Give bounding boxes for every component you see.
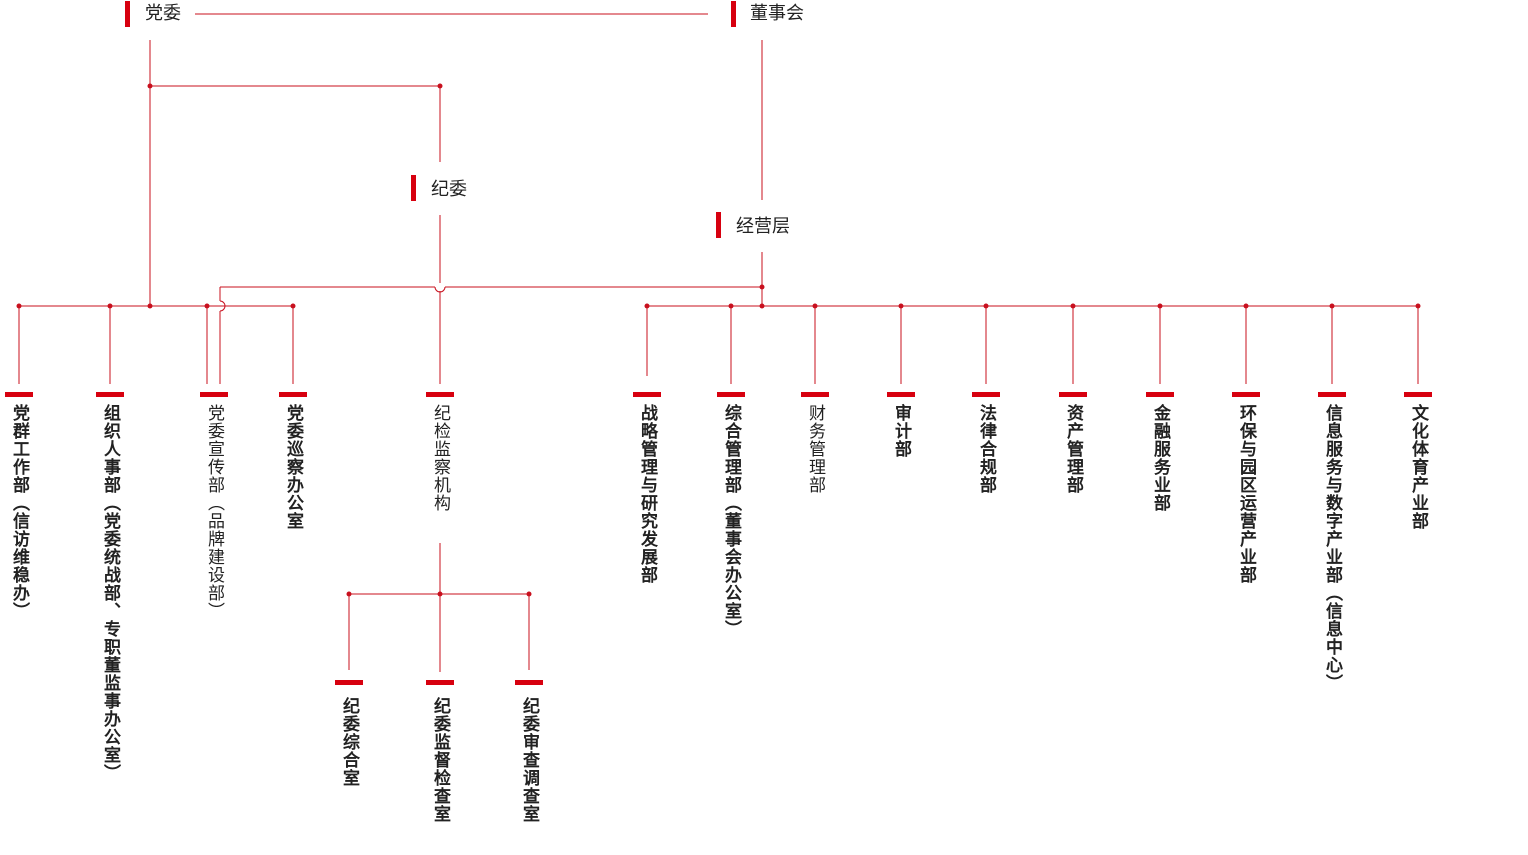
- dept-asset-management: 资产管理部: [1063, 404, 1083, 494]
- office-discipline-investigation: 纪委审查调查室: [519, 697, 539, 823]
- marker-board: [731, 1, 736, 27]
- dept-finance: 财务管理部: [805, 404, 825, 494]
- dept-organization-hr: 组织人事部（党委统战部、专职董监事办公室）: [100, 404, 120, 782]
- marker-party: [125, 1, 130, 27]
- office-discipline-general: 纪委综合室: [339, 697, 359, 787]
- dept-culture-sports: 文化体育产业部: [1408, 404, 1428, 530]
- office-discipline-inspection: 纪委监督检查室: [430, 697, 450, 823]
- dept-info-digital: 信息服务与数字产业部（信息中心）: [1322, 404, 1342, 692]
- discipline-committee-label: 纪委: [431, 179, 467, 200]
- board-label: 董事会: [750, 3, 804, 24]
- dept-party-inspection-office: 党委巡察办公室: [283, 404, 303, 530]
- dept-party-publicity: 党委宣传部（品牌建设部）: [204, 404, 224, 620]
- dept-legal-compliance: 法律合规部: [976, 404, 996, 494]
- marker-discipline: [411, 175, 416, 201]
- junction-dots: [16, 83, 1421, 597]
- party-committee-label: 党委: [145, 3, 181, 24]
- dept-discipline-supervision: 纪检监察机构: [430, 404, 450, 512]
- dept-financial-services: 金融服务业部: [1150, 404, 1170, 512]
- marker-management: [716, 212, 721, 238]
- management-label: 经营层: [736, 216, 790, 237]
- dept-environment-park: 环保与园区运营产业部: [1236, 404, 1256, 584]
- markers: [5, 1, 1432, 685]
- dept-strategy-research: 战略管理与研究发展部: [637, 404, 657, 584]
- dept-audit: 审计部: [891, 404, 911, 458]
- dept-general-management: 综合管理部（董事会办公室）: [721, 404, 741, 638]
- dept-party-mass-work: 党群工作部（信访维稳办）: [9, 404, 29, 620]
